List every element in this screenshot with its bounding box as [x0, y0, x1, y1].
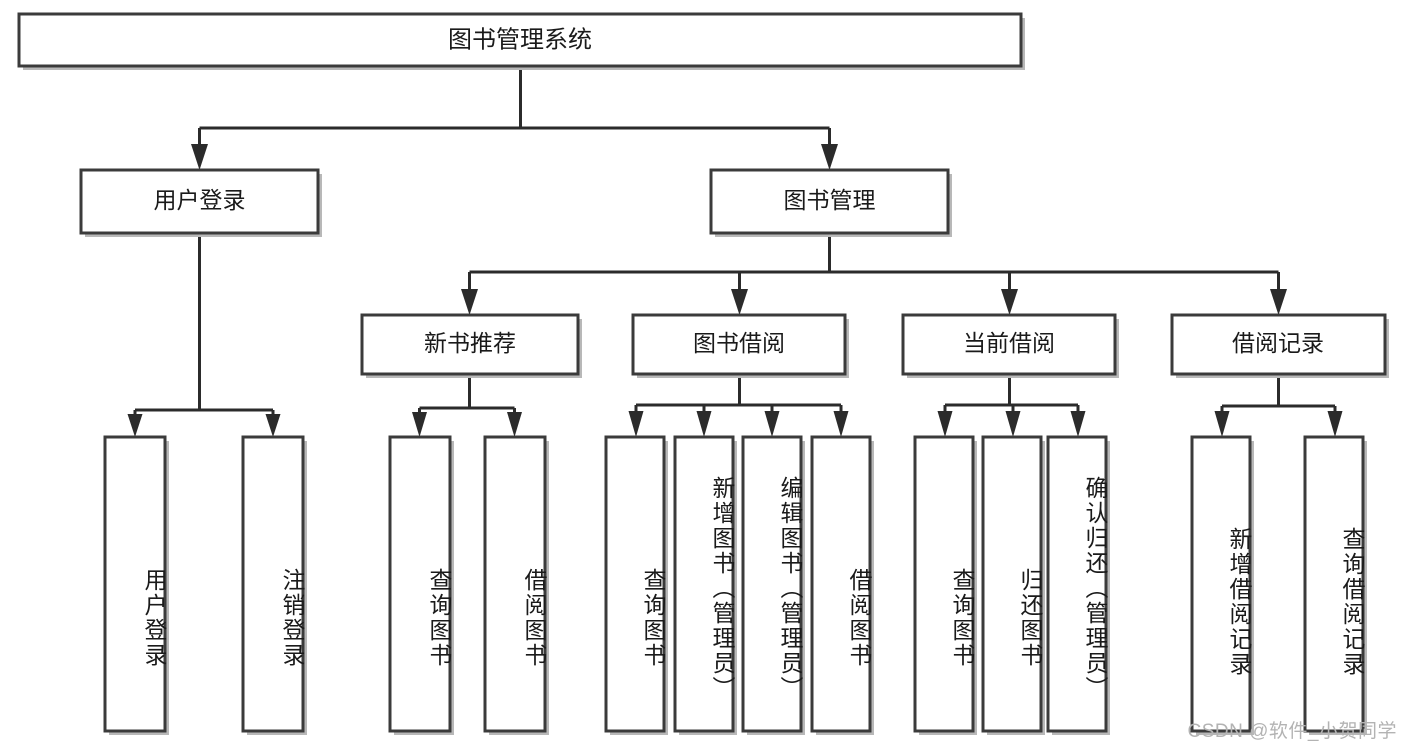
leaf-node-user-login-login[interactable] — [103, 435, 169, 735]
connector-group-borrowrecord-to-leaves — [1214, 374, 1343, 437]
leaf-borrowrecord-query-rect — [1303, 435, 1365, 733]
node-user-login[interactable]: 用户登录 — [79, 168, 322, 237]
node-root-rect — [17, 12, 1023, 68]
leaf-newbook-borrow-rect — [483, 435, 547, 733]
arrow-head-bookborrow-leaf1 — [628, 411, 644, 437]
arrow-head-borrowrecord — [1270, 289, 1287, 315]
leaf-bookborrow-add-rect — [673, 435, 735, 733]
arrow-head-bookmgmt — [821, 144, 838, 170]
arrow-head-borrowrecord-leaf1 — [1214, 411, 1230, 437]
node-book-borrow-label: 图书借阅 — [693, 330, 785, 356]
node-borrow-record-label: 借阅记录 — [1232, 330, 1324, 356]
leaf-node-bookborrow-borrow[interactable] — [810, 435, 874, 735]
leaf-node-currentborrow-return[interactable] — [981, 435, 1045, 735]
leaf-bookborrow-edit-rect — [741, 435, 803, 733]
node-new-book-recommend-rect — [360, 313, 580, 376]
node-book-management-rect — [709, 168, 950, 235]
leaf-node-currentborrow-query[interactable] — [913, 435, 977, 735]
leaf-currentborrow-return-rect — [981, 435, 1043, 733]
leaf-node-bookborrow-query[interactable] — [604, 435, 668, 735]
leaf-node-borrowrecord-add[interactable] — [1190, 435, 1254, 735]
leaf-newbook-query-rect — [388, 435, 452, 733]
node-current-borrow-label: 当前借阅 — [963, 330, 1055, 356]
node-user-login-rect — [79, 168, 320, 235]
connector-group-bookborrow-to-leaves — [628, 374, 849, 437]
connector-group-currentborrow-to-leaves — [937, 374, 1086, 437]
node-current-borrow-rect — [901, 313, 1117, 376]
leaf-currentborrow-query-rect — [913, 435, 975, 733]
node-borrow-record[interactable]: 借阅记录 — [1170, 313, 1389, 378]
arrow-head-currentborrow-leaf1 — [937, 411, 953, 437]
leaf-node-bookborrow-edit[interactable] — [741, 435, 805, 735]
node-book-management-label: 图书管理 — [784, 187, 876, 213]
node-book-borrow[interactable]: 图书借阅 — [631, 313, 849, 378]
connector-group-newbook-to-leaves — [412, 374, 522, 437]
node-root-label: 图书管理系统 — [448, 26, 592, 53]
leaf-user-login-login-rect — [103, 435, 167, 733]
csdn-watermark: CSDN @软件_小贺同学 — [1187, 721, 1397, 742]
arrow-head-newbook — [461, 289, 478, 315]
leaf-currentborrow-confirm-rect — [1046, 435, 1108, 733]
node-new-book-recommend-label: 新书推荐 — [424, 330, 516, 356]
leaf-node-currentborrow-confirm[interactable] — [1046, 435, 1110, 735]
arrow-head-currentborrow — [1001, 289, 1018, 315]
connector-group-userlogin-to-leaves — [127, 233, 281, 437]
node-current-borrow[interactable]: 当前借阅 — [901, 313, 1119, 378]
arrow-head-newbook-leaf2 — [507, 412, 522, 437]
arrow-head-userlogin — [191, 144, 208, 170]
arrow-head-bookborrow-leaf2 — [696, 411, 712, 437]
leaf-user-login-logout-rect — [241, 435, 305, 733]
arrow-head-bookborrow — [731, 289, 748, 315]
arrow-head-borrowrecord-leaf2 — [1327, 411, 1343, 437]
arrow-head-userlogin-leaf1 — [127, 414, 143, 437]
leaf-node-newbook-borrow[interactable] — [483, 435, 549, 735]
arrow-head-userlogin-leaf2 — [265, 414, 281, 437]
node-root-book-management-system[interactable]: 图书管理系统 — [17, 12, 1025, 70]
connector-group-root-to-level2 — [191, 66, 838, 170]
arrow-head-bookborrow-leaf4 — [833, 411, 849, 437]
node-new-book-recommend[interactable]: 新书推荐 — [360, 313, 582, 378]
leaf-node-bookborrow-add[interactable] — [673, 435, 737, 735]
node-book-management[interactable]: 图书管理 — [709, 168, 952, 237]
leaf-node-borrowrecord-query[interactable] — [1303, 435, 1367, 735]
leaf-node-user-login-logout[interactable] — [241, 435, 307, 735]
leaf-node-newbook-query[interactable] — [388, 435, 454, 735]
arrow-head-newbook-leaf1 — [412, 412, 427, 437]
node-user-login-label: 用户登录 — [154, 187, 246, 213]
leaf-bookborrow-query-rect — [604, 435, 666, 733]
arrow-head-currentborrow-leaf2 — [1005, 411, 1021, 437]
node-borrow-record-rect — [1170, 313, 1387, 376]
node-book-borrow-rect — [631, 313, 847, 376]
leaf-borrowrecord-add-rect — [1190, 435, 1252, 733]
leaf-bookborrow-borrow-rect — [810, 435, 872, 733]
arrow-head-currentborrow-leaf3 — [1070, 411, 1086, 437]
arrow-head-bookborrow-leaf3 — [764, 411, 780, 437]
connector-group-bookmgmt-to-level3 — [461, 233, 1287, 315]
